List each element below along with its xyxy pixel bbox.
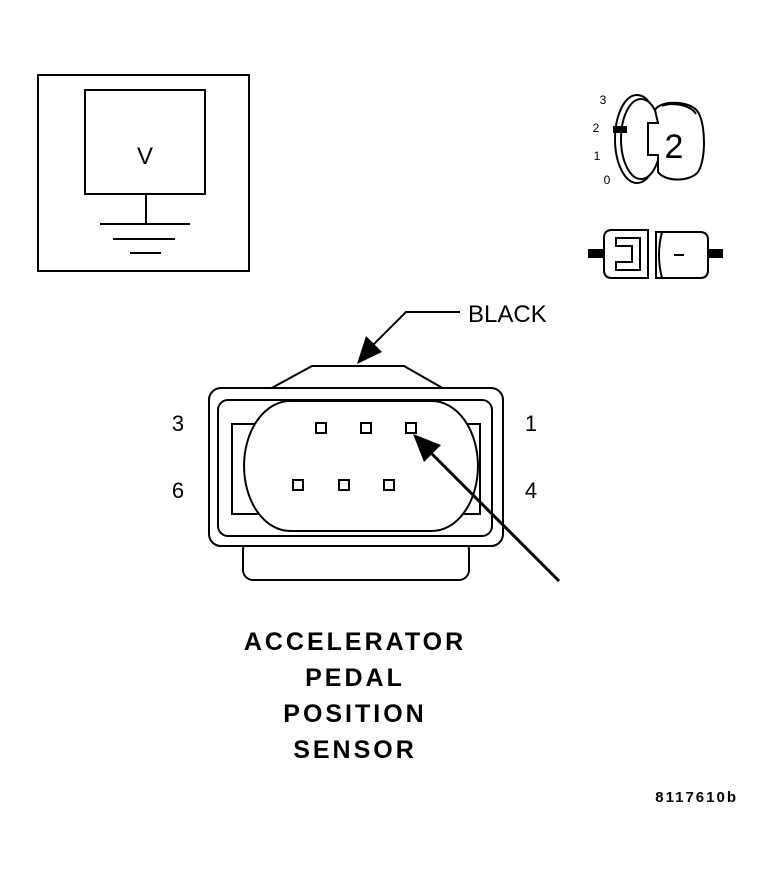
component-title-line-4: SENSOR (293, 736, 417, 764)
ignition-position-0: 0 (604, 173, 611, 187)
connector-pin-1 (405, 422, 417, 434)
ignition-switch-icon: 3 2 1 0 2 (593, 93, 705, 187)
mating-connector-icon (588, 229, 723, 279)
voltmeter-ground-symbol (37, 74, 250, 272)
connector-pin-6 (292, 479, 304, 491)
connector-pin-3 (315, 422, 327, 434)
color-callout-leader (357, 311, 460, 364)
ignition-key-head (647, 101, 705, 181)
connector-socket-edge (658, 231, 663, 279)
connector-face (208, 365, 504, 581)
ignition-key-number: 2 (665, 128, 684, 166)
pin-label-top-right: 1 (525, 411, 537, 436)
connector-pin-4 (383, 479, 395, 491)
connector-wire-right (707, 249, 723, 258)
connector-wire-left (588, 249, 604, 258)
pin-label-bottom-left: 6 (172, 478, 184, 503)
pin-label-bottom-right: 4 (525, 478, 537, 503)
ignition-position-2: 2 (593, 121, 600, 135)
connector-pins (292, 422, 417, 491)
component-title-line-1: ACCELERATOR (244, 628, 466, 656)
component-title-line-2: PEDAL (305, 664, 405, 692)
connector-latch-hood (267, 365, 450, 391)
figure-id: 8117610b (655, 789, 738, 806)
pin-label-top-left: 3 (172, 411, 184, 436)
connector-pin-2 (360, 422, 372, 434)
connector-pin-cavity (243, 400, 479, 532)
component-title-line-3: POSITION (283, 700, 426, 728)
color-callout-arrowhead (357, 336, 382, 364)
ignition-pointer (613, 126, 627, 133)
connector-plug-latch (615, 237, 641, 271)
ignition-position-3: 3 (600, 93, 607, 107)
pin-pointer-arrowhead (413, 434, 441, 462)
voltmeter-symbol: V (137, 143, 153, 170)
voltmeter-box (84, 89, 206, 195)
meter-frame (37, 74, 250, 272)
connector-pin-5 (338, 479, 350, 491)
ignition-position-1: 1 (594, 149, 601, 163)
connector-color-label: BLACK (468, 301, 547, 328)
ignition-key-bevel (661, 103, 697, 115)
pin-pointer-arrow (413, 434, 561, 583)
